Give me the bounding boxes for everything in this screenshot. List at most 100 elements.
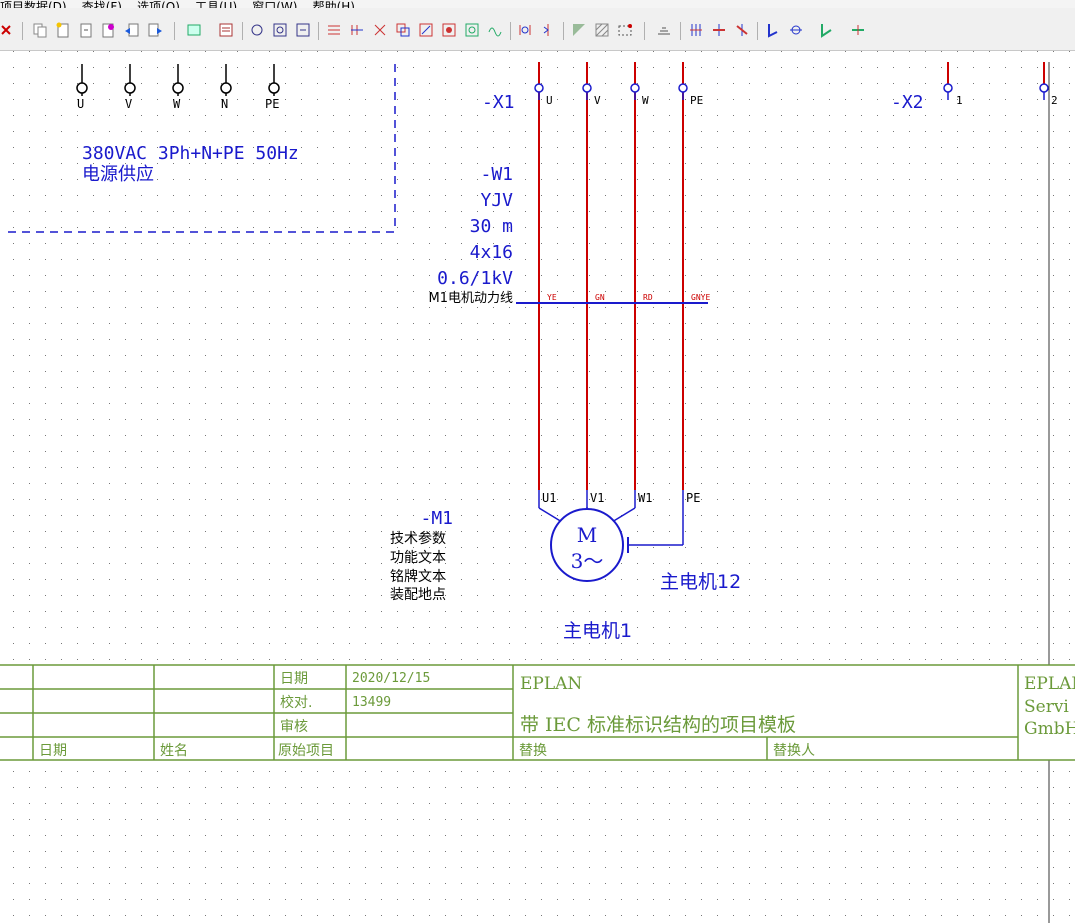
titleblock-project-title[interactable]: 带 IEC 标准标识结构的项目模板 (520, 714, 796, 736)
x1-terminal-label: W (642, 94, 649, 107)
potential-icon[interactable] (441, 22, 457, 38)
motor-symbol-m: M (577, 523, 597, 547)
layout-icon[interactable] (186, 22, 202, 38)
hatch-icon[interactable] (517, 22, 533, 38)
schematic-canvas[interactable]: U V W N (0, 51, 1075, 923)
motor-label-12: 主电机12 (660, 571, 741, 593)
titleblock-right-company: Servi (1024, 697, 1069, 717)
titleblock-bottom-name: 姓名 (160, 743, 188, 759)
supply-terminal-label: PE (265, 97, 279, 111)
symbol-icon[interactable] (249, 22, 265, 38)
power-supply-block[interactable]: U V W N (8, 64, 396, 233)
menu-bar: 项目数据(D) 查找(F) 选项(O) 工具(U) 窗口(W) 帮助(H) (0, 0, 1075, 8)
schematic-drawing: U V W N (0, 51, 1075, 923)
terminal-strip-x1[interactable]: -X1 U V W PE (482, 83, 703, 113)
toolbar (0, 8, 1075, 51)
cable-type: YJV (480, 190, 513, 211)
cable-length: 30 m (470, 216, 513, 237)
supply-terminal-pe[interactable]: PE (265, 64, 280, 111)
page-props-icon[interactable] (100, 22, 116, 38)
cable-icon[interactable] (349, 22, 365, 38)
close-icon[interactable] (0, 22, 16, 38)
menu-item-project-data[interactable]: 项目数据(D) (0, 0, 67, 8)
x1-terminal-pe[interactable]: PE (678, 83, 703, 107)
supply-terminal-label: W (173, 97, 181, 111)
core-color-label: RD (643, 293, 653, 302)
supply-terminal-w[interactable]: W (172, 64, 184, 111)
x1-terminal-v[interactable]: V (582, 83, 601, 107)
x1-tag: -X1 (482, 92, 515, 113)
titleblock-date-value[interactable]: 2020/12/15 (352, 671, 430, 686)
junction-icon[interactable] (656, 22, 672, 38)
macro-icon[interactable] (218, 22, 234, 38)
motor-m1[interactable]: M 3～ U1 V1 W1 PE -M1 技术参数 功能文本 铭牌文本 装配地点… (390, 490, 741, 642)
cable-w1[interactable]: -W1 YJV 30 m 4x16 0.6/1kV M1电机动力线 YE GN … (429, 164, 711, 306)
motor-terminal-label: W1 (638, 491, 652, 505)
junction-2-icon[interactable] (818, 22, 834, 38)
titleblock-bottom-date: 日期 (39, 743, 67, 759)
angle-icon[interactable] (688, 22, 704, 38)
menu-item-tools[interactable]: 工具(U) (194, 0, 238, 8)
menu-item-help[interactable]: 帮助(H) (312, 0, 355, 8)
device-icon[interactable] (272, 22, 288, 38)
ground-icon[interactable] (594, 22, 610, 38)
cross-2-icon[interactable] (734, 22, 750, 38)
toolbar-separator (680, 22, 681, 40)
motor-prop: 装配地点 (390, 587, 446, 603)
arrow-icon[interactable] (788, 22, 804, 38)
copy-icon[interactable] (32, 22, 48, 38)
text-icon[interactable] (487, 22, 503, 38)
connection-icon[interactable] (326, 22, 342, 38)
core-color-label: YE (547, 293, 557, 302)
motor-prop: 技术参数 (390, 530, 446, 547)
terminal-strip-x2[interactable]: -X2 1 2 (891, 83, 1058, 113)
x1-terminal-u[interactable]: U (534, 83, 553, 107)
new-page-icon[interactable] (55, 22, 71, 38)
insert-icon[interactable] (571, 22, 587, 38)
menu-item-options[interactable]: 选项(O) (137, 0, 180, 8)
supply-terminal-v[interactable]: V (124, 64, 136, 111)
next-page-icon[interactable] (147, 22, 163, 38)
x2-terminal-1[interactable]: 1 (943, 83, 963, 107)
x2-tag: -X2 (891, 92, 924, 113)
titleblock-replaced-by: 替换人 (773, 742, 815, 759)
toolbar-separator (174, 22, 175, 40)
menu-item-find[interactable]: 查找(F) (81, 0, 122, 8)
cable-voltage: 0.6/1kV (437, 268, 513, 289)
titleblock-check-label: 校对. (280, 694, 312, 711)
motor-tag: -M1 (420, 508, 453, 529)
x2-terminal-2[interactable]: 2 (1039, 83, 1058, 107)
wires[interactable] (538, 62, 1045, 490)
title-block[interactable]: 日期 2020/12/15 校对. 13499 审核 日期 姓名 原始项目 EP… (0, 664, 1075, 761)
prev-page-icon[interactable] (124, 22, 140, 38)
wire-icon[interactable] (617, 22, 633, 38)
bridge-icon[interactable] (765, 22, 781, 38)
cable-tag: -W1 (480, 164, 513, 185)
titleblock-right-company: GmbH (1024, 719, 1075, 739)
cross-icon[interactable] (711, 22, 727, 38)
plc-icon[interactable] (295, 22, 311, 38)
structure-icon[interactable] (395, 22, 411, 38)
titleblock-check-value[interactable]: 13499 (352, 695, 391, 710)
menu-item-window[interactable]: 窗口(W) (252, 0, 298, 8)
motor-symbol-phase: 3～ (571, 549, 604, 573)
core-color-label: GN (595, 293, 605, 302)
toolbar-separator (318, 22, 319, 40)
supply-terminal-label: V (125, 97, 132, 111)
motor-symbol[interactable] (550, 508, 624, 582)
open-page-icon[interactable] (78, 22, 94, 38)
x1-terminal-w[interactable]: W (630, 83, 649, 107)
motor-prop: 铭牌文本 (390, 568, 446, 585)
break-icon[interactable] (850, 22, 866, 38)
supply-terminal-u[interactable]: U (76, 64, 88, 111)
titleblock-bottom-original: 原始项目 (278, 743, 334, 759)
titleblock-date-label: 日期 (280, 671, 308, 687)
interruption-icon[interactable] (464, 22, 480, 38)
terminal-icon[interactable] (372, 22, 388, 38)
shape-icon[interactable] (540, 22, 556, 38)
motor-terminal-label: PE (686, 491, 700, 505)
supply-terminal-n[interactable]: N (220, 64, 232, 111)
supply-name: 电源供应 (82, 164, 154, 185)
motor-prop: 功能文本 (390, 550, 446, 566)
device-list-icon[interactable] (418, 22, 434, 38)
